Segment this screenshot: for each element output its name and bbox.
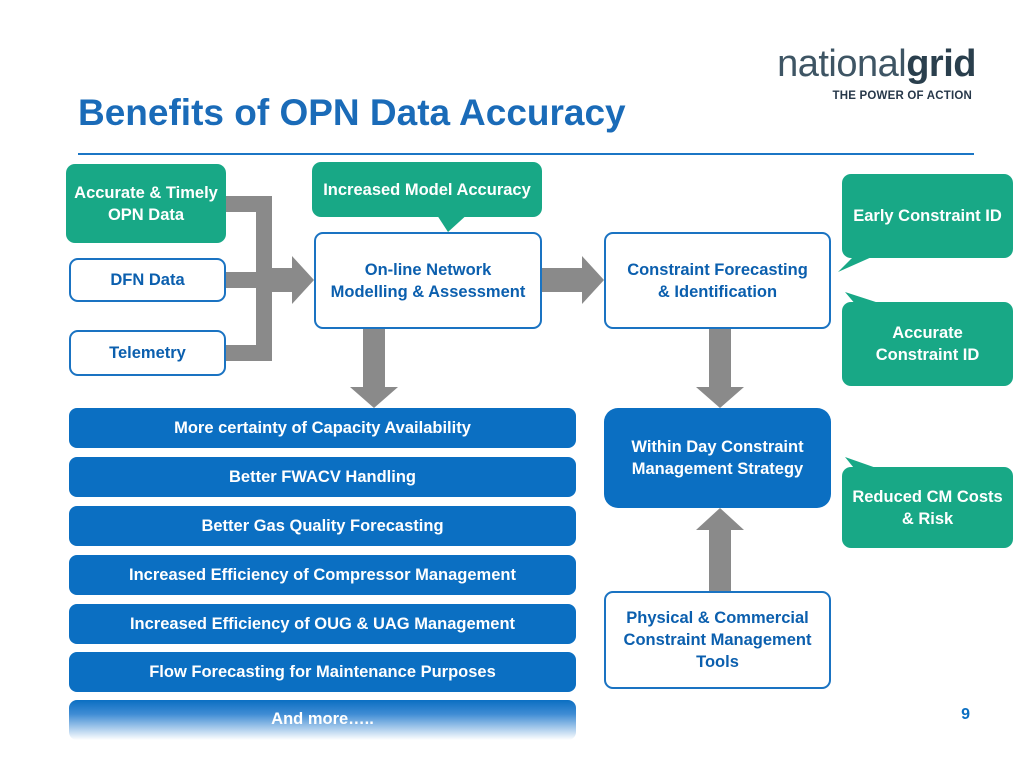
benefit-bar: More certainty of Capacity Availability xyxy=(69,408,576,448)
early-constraint-id-callout: Early Constraint ID xyxy=(842,174,1013,258)
benefit-label: Increased Efficiency of OUG & UAG Manage… xyxy=(129,615,516,633)
benefit-label: Better Gas Quality Forecasting xyxy=(201,517,444,535)
model-accuracy-callout-tail xyxy=(435,212,470,232)
accurate-opn-data-box: Accurate & Timely OPN Data xyxy=(66,164,226,243)
benefit-bar: Increased Efficiency of Compressor Manag… xyxy=(69,555,576,595)
logo-tagline: THE POWER OF ACTION xyxy=(832,90,972,102)
title-divider xyxy=(78,153,974,155)
page-title: Benefits of OPN Data Accuracy xyxy=(78,92,626,133)
accurate-opn-data-label: Accurate & Timely OPN Data xyxy=(74,183,218,224)
within-day-strategy-label: Within Day Constraint Management Strateg… xyxy=(631,438,804,478)
tools-to-within-day-arrow xyxy=(696,508,744,592)
constraint-forecasting-box: Constraint Forecasting & Identification xyxy=(604,232,831,329)
national-grid-logo: nationalgrid THE POWER OF ACTION xyxy=(762,44,976,106)
benefit-label: Increased Efficiency of Compressor Manag… xyxy=(129,566,516,584)
benefit-bar-faded: And more….. xyxy=(69,700,576,740)
telemetry-box: Telemetry xyxy=(69,330,226,376)
network-to-benefits-arrow xyxy=(350,329,398,408)
within-day-strategy-box: Within Day Constraint Management Strateg… xyxy=(604,408,831,508)
reduced-cm-costs-label: Reduced CM Costs & Risk xyxy=(852,487,1003,528)
online-network-box: On-line Network Modelling & Assessment xyxy=(314,232,542,329)
benefit-label: And more….. xyxy=(271,710,374,728)
input-bus-vertical xyxy=(256,196,272,361)
dfn-data-box: DFN Data xyxy=(69,258,226,302)
network-to-forecast-arrow xyxy=(542,256,604,304)
benefit-label: Better FWACV Handling xyxy=(228,468,416,486)
constraint-forecasting-label: Constraint Forecasting & Identification xyxy=(627,260,808,301)
accurate-constraint-id-callout: Accurate Constraint ID xyxy=(842,302,1013,386)
early-constraint-id-label: Early Constraint ID xyxy=(853,207,1002,225)
physical-commercial-tools-box: Physical & Commercial Constraint Managem… xyxy=(604,591,831,689)
online-network-label: On-line Network Modelling & Assessment xyxy=(330,260,526,301)
benefit-bar: Flow Forecasting for Maintenance Purpose… xyxy=(69,652,576,692)
input-arrow-head xyxy=(272,256,314,304)
accurate-constraint-id-label: Accurate Constraint ID xyxy=(875,324,980,364)
dfn-data-label: DFN Data xyxy=(110,271,185,289)
logo-word-bold: grid xyxy=(906,43,976,85)
benefit-label: Flow Forecasting for Maintenance Purpose… xyxy=(149,663,496,681)
logo-word-regular: national xyxy=(777,43,907,85)
increased-model-accuracy-callout: Increased Model Accuracy xyxy=(312,162,542,217)
benefit-label: More certainty of Capacity Availability xyxy=(174,419,471,437)
benefit-bar: Better FWACV Handling xyxy=(69,457,576,497)
reduced-cm-costs-callout: Reduced CM Costs & Risk xyxy=(842,467,1013,548)
page-number: 9 xyxy=(961,706,970,723)
physical-commercial-tools-label: Physical & Commercial Constraint Managem… xyxy=(623,609,812,671)
forecast-to-within-day-arrow xyxy=(696,329,744,408)
logo-wordmark: nationalgrid xyxy=(762,44,976,84)
benefit-bar: Increased Efficiency of OUG & UAG Manage… xyxy=(69,604,576,644)
increased-model-accuracy-label: Increased Model Accuracy xyxy=(323,180,531,199)
benefit-bar: Better Gas Quality Forecasting xyxy=(69,506,576,546)
telemetry-label: Telemetry xyxy=(109,344,186,362)
